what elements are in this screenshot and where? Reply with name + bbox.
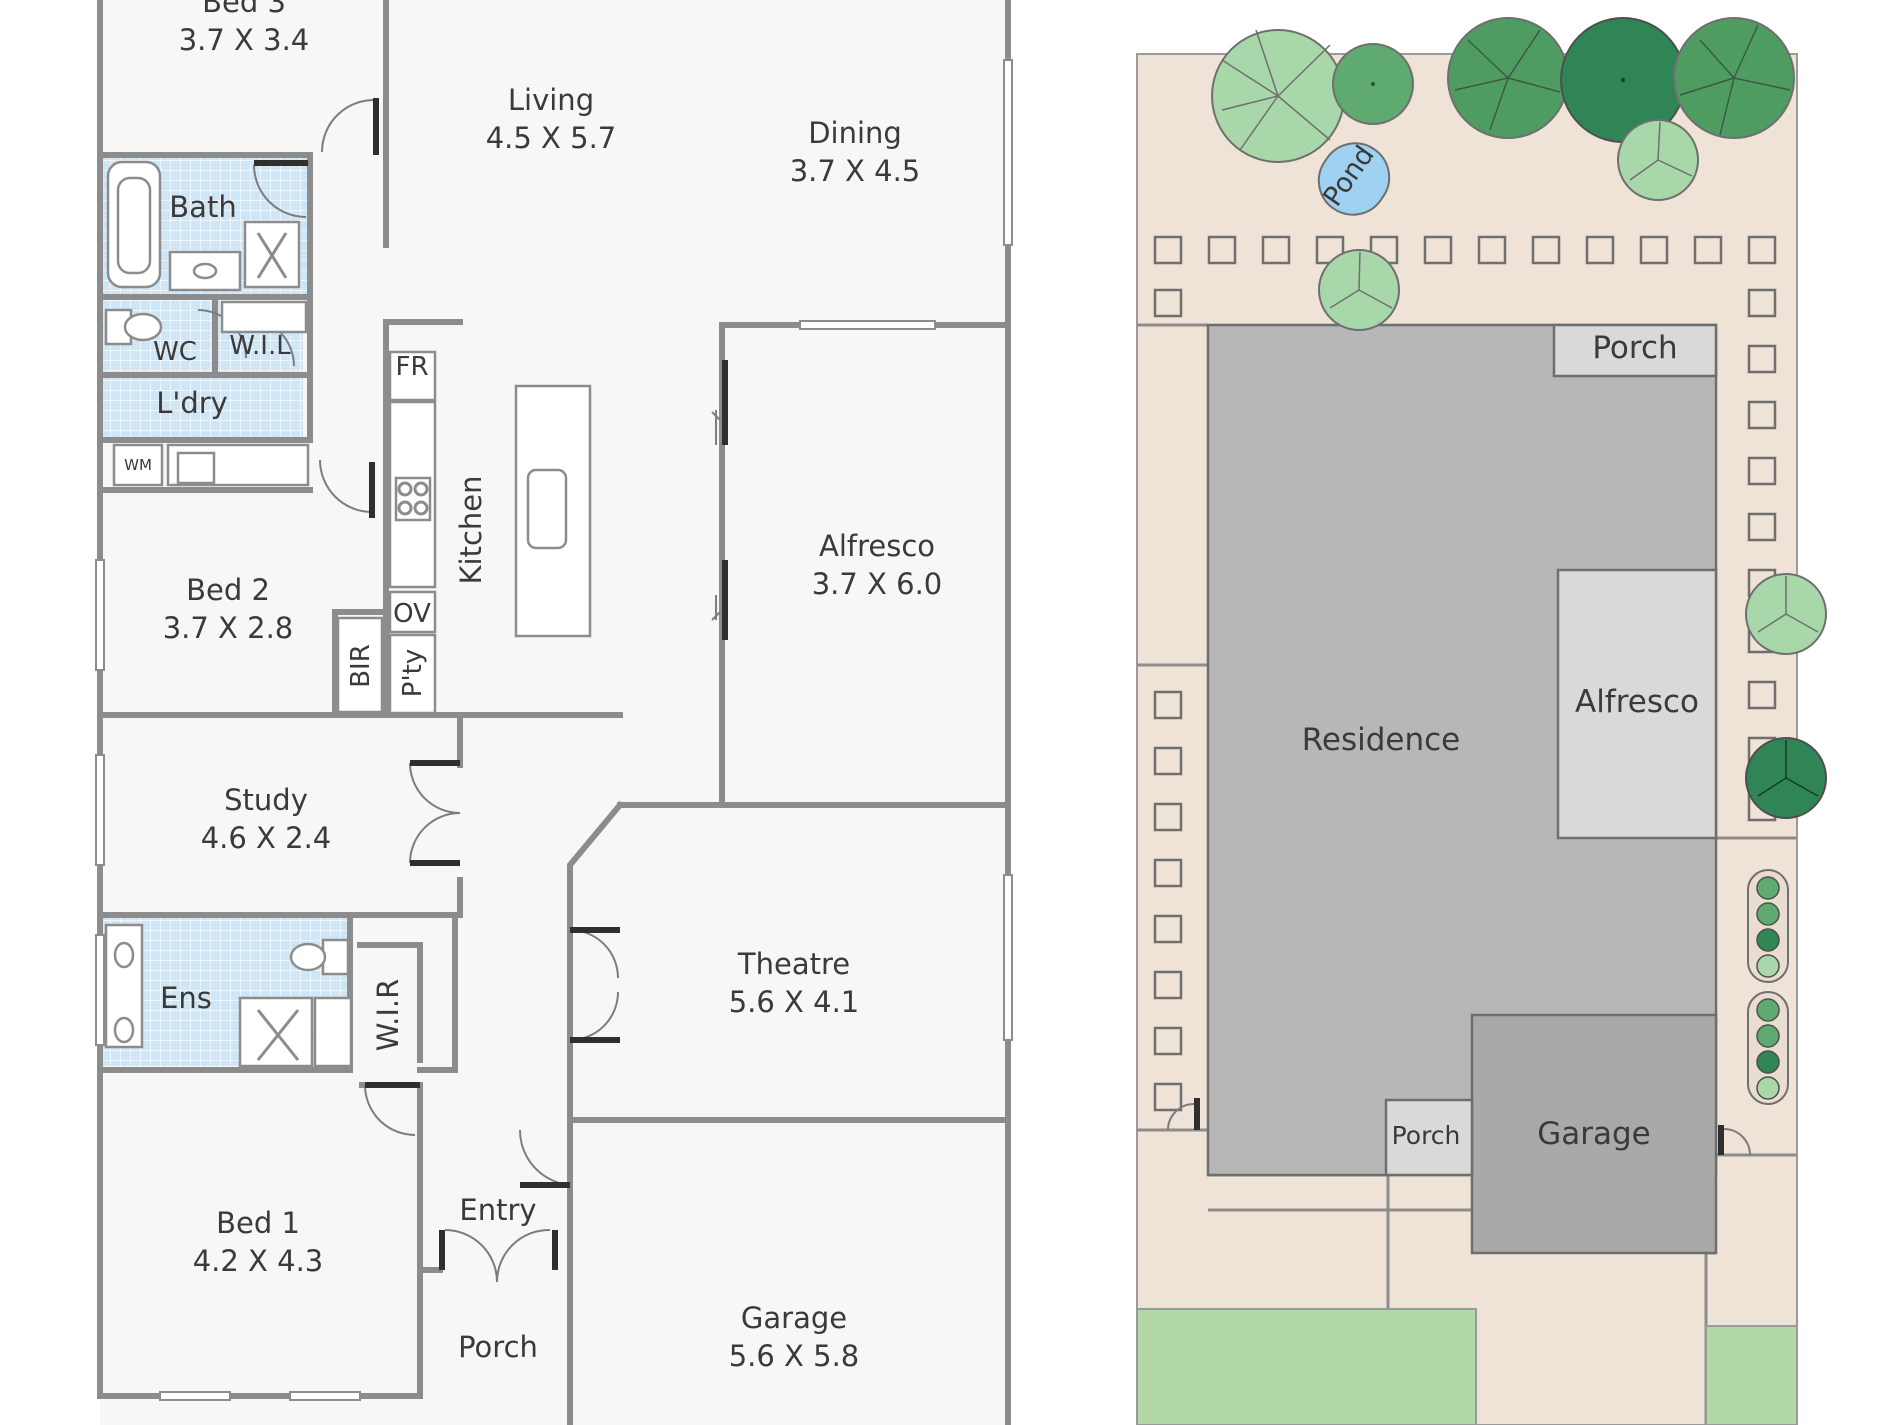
garage-size: 5.6 X 5.8 — [729, 1339, 860, 1373]
study-name: Study — [224, 783, 308, 817]
entry-name: Entry — [459, 1193, 536, 1227]
study-size: 4.6 X 2.4 — [201, 821, 332, 855]
ens-wc-pan — [289, 942, 327, 972]
theatre-size: 5.6 X 4.1 — [729, 985, 860, 1019]
ens-name: Ens — [160, 981, 212, 1015]
kitchen-name: Kitchen — [454, 476, 488, 585]
tree-light-small — [1617, 119, 1699, 201]
oven — [388, 590, 437, 634]
room-labels: Bed 3 3.7 X 3.4 Living 4.5 X 5.7 Dining … — [124, 0, 942, 1373]
pantry — [388, 633, 437, 715]
wir-name: W.I.R — [371, 979, 405, 1052]
site-porch-front-label: Porch — [1392, 1121, 1461, 1150]
wc-name: WC — [153, 337, 197, 367]
tree-light-path — [1318, 249, 1400, 331]
washing-machine — [112, 443, 164, 487]
front-lawn-right — [1705, 1325, 1798, 1425]
site-plan: Porch Residence Alfresco Porch Garage Po… — [1136, 17, 1827, 1425]
doors — [197, 98, 728, 1283]
site-porch-top-label: Porch — [1592, 330, 1677, 366]
tree-light-side — [1745, 573, 1827, 655]
wil-name: W.I.L — [229, 331, 291, 361]
tree-mid — [1332, 43, 1414, 125]
wc-pan — [123, 312, 163, 342]
alfresco-roof — [1556, 568, 1718, 840]
bed2-size: 3.7 X 2.8 — [163, 611, 294, 645]
alfresco-name: Alfresco — [819, 529, 935, 563]
tree-mid-3 — [1673, 17, 1795, 139]
shrub-planter-2 — [1747, 991, 1789, 1105]
site-residence-label: Residence — [1302, 722, 1461, 758]
wc-cistern — [104, 308, 133, 346]
bir — [336, 616, 384, 714]
bir-label: BIR — [346, 644, 376, 688]
shrub-planter-1 — [1747, 869, 1789, 983]
fridge-space — [388, 350, 437, 402]
fr-label: FR — [395, 352, 428, 382]
tree-mid-2 — [1447, 17, 1569, 139]
bed3-size: 3.7 X 3.4 — [179, 23, 310, 57]
floor-plan: Bed 3 3.7 X 3.4 Living 4.5 X 5.7 Dining … — [95, 0, 1013, 1425]
living-size: 4.5 X 5.7 — [486, 121, 617, 155]
bed1-name: Bed 1 — [216, 1206, 300, 1240]
front-lawn-left — [1136, 1308, 1477, 1425]
pantry-label: P'ty — [398, 649, 428, 697]
trees — [1211, 17, 1827, 1105]
bed1-size: 4.2 X 4.3 — [193, 1244, 324, 1278]
porch-front-roof — [1384, 1098, 1474, 1177]
bath-name: Bath — [169, 190, 236, 224]
porch-name: Porch — [458, 1330, 538, 1364]
side-gates — [1167, 1098, 1751, 1156]
bed2-name: Bed 2 — [186, 573, 270, 607]
bed3-name: Bed 3 — [202, 0, 286, 19]
wil-shelf — [220, 300, 308, 334]
walls — [97, 0, 1011, 1425]
ov-label: OV — [393, 599, 431, 629]
tree-light-large — [1211, 29, 1345, 163]
site-garage-label: Garage — [1537, 1116, 1651, 1152]
garage-roof — [1470, 1013, 1718, 1255]
pond: Pond — [1317, 140, 1391, 216]
ens-cistern — [321, 938, 350, 976]
living-name: Living — [508, 83, 594, 117]
tree-dark-side — [1745, 737, 1827, 819]
porch-top-roof — [1552, 323, 1718, 378]
dining-size: 3.7 X 4.5 — [790, 154, 921, 188]
theatre-name: Theatre — [737, 947, 850, 981]
garage-name: Garage — [741, 1301, 847, 1335]
dining-name: Dining — [808, 116, 902, 150]
sink — [526, 468, 568, 550]
site-alfresco-label: Alfresco — [1575, 684, 1699, 720]
stepping-stones — [1153, 235, 1777, 1112]
fixtures — [104, 160, 592, 1068]
alfresco-size: 3.7 X 6.0 — [812, 567, 943, 601]
wm-label: WM — [124, 456, 152, 474]
laundry-name: L'dry — [156, 386, 228, 420]
windows — [95, 59, 1013, 1401]
